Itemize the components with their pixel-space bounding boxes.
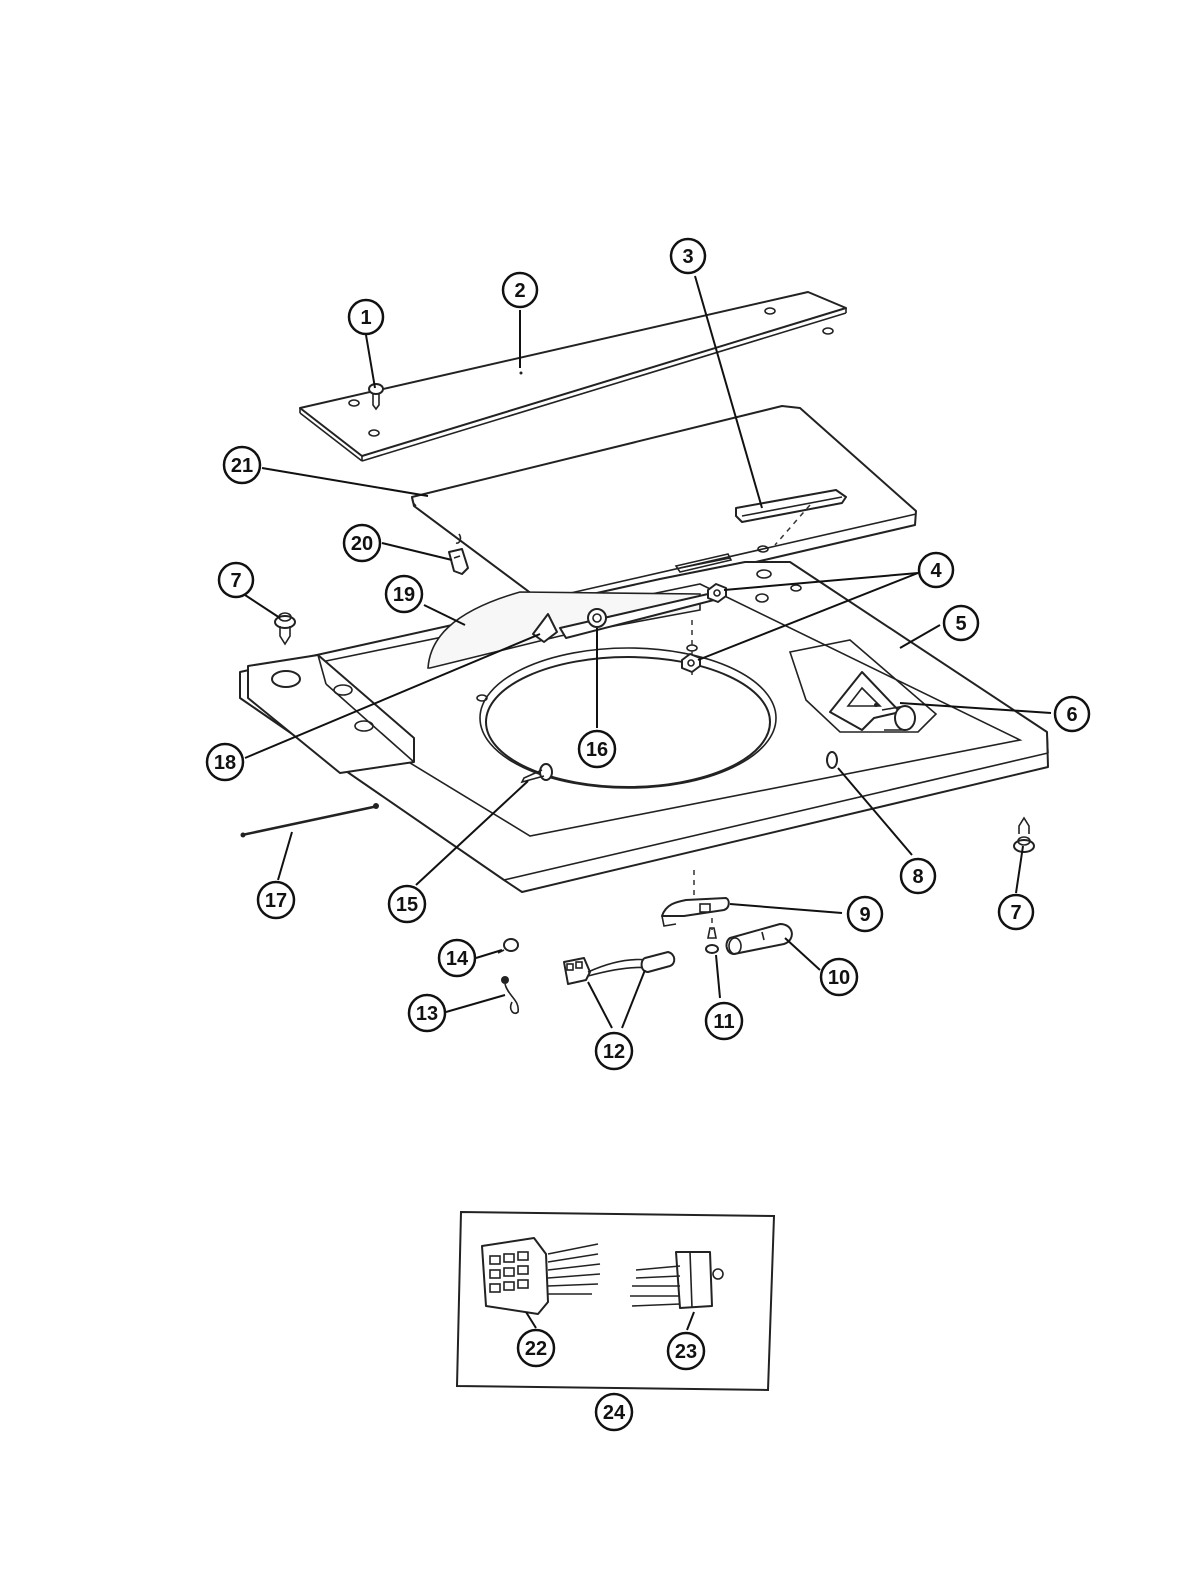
callout-8-label: 8 (912, 866, 923, 888)
leader-11 (715, 954, 721, 999)
part-16-button (587, 608, 607, 628)
callout-12-label: 12 (603, 1041, 625, 1063)
leader-7b (1015, 845, 1024, 894)
callout-7-left: 7 (217, 561, 255, 599)
part-1-screw (368, 383, 384, 411)
part-10-actuator (725, 923, 793, 955)
leader-9 (729, 903, 843, 914)
callout-2: 2 (501, 271, 539, 309)
callout-16-label: 16 (586, 739, 608, 761)
callout-15-label: 15 (396, 894, 418, 916)
leader-21 (261, 467, 429, 497)
leader-6 (899, 702, 1052, 714)
callout-24-label: 24 (603, 1402, 626, 1424)
part-7-screw-right (1013, 816, 1035, 853)
callout-22: 22 (516, 1328, 556, 1368)
leader-5 (899, 624, 941, 649)
leader-1 (365, 334, 376, 389)
part-11-screw (705, 918, 719, 954)
callout-18-label: 18 (214, 752, 236, 774)
part-9-switch-bracket (661, 870, 730, 927)
callout-6-label: 6 (1066, 704, 1077, 726)
callout-19: 19 (384, 574, 424, 614)
leader-19 (423, 604, 466, 626)
leader-3 (694, 275, 763, 509)
callout-19-label: 19 (393, 584, 415, 606)
callout-21-label: 21 (231, 455, 253, 477)
callout-3: 3 (669, 237, 707, 275)
callout-6: 6 (1053, 695, 1091, 733)
callout-22-label: 22 (525, 1338, 547, 1360)
leader-23 (686, 1311, 695, 1331)
callout-14-label: 14 (446, 948, 469, 970)
callout-5-label: 5 (955, 613, 966, 635)
callout-2-label: 2 (514, 280, 525, 302)
part-22-connector (481, 1237, 601, 1315)
callout-12: 12 (594, 1031, 634, 1071)
connector-inset (455, 1210, 776, 1392)
part-4-nuts (681, 583, 727, 673)
callout-7-left-label: 7 (230, 570, 241, 592)
leader-13 (445, 994, 506, 1013)
callout-17: 17 (256, 880, 296, 920)
callout-15: 15 (387, 884, 427, 924)
part-14-plug (497, 938, 519, 954)
callout-4-label: 4 (930, 560, 942, 582)
callout-23: 23 (666, 1331, 706, 1371)
part-21-lid (411, 405, 917, 608)
part-23-connector (630, 1251, 724, 1309)
callout-5: 5 (942, 604, 980, 642)
callout-21: 21 (222, 445, 262, 485)
callout-18: 18 (205, 742, 245, 782)
callout-20-label: 20 (351, 533, 373, 555)
callout-17-label: 17 (265, 890, 287, 912)
callout-1: 1 (347, 298, 385, 336)
callout-1-label: 1 (360, 307, 371, 329)
part-8-grommet (826, 751, 838, 769)
leader-12a (587, 981, 613, 1029)
part-6-dispenser (829, 671, 916, 731)
leader-8 (837, 767, 913, 856)
callout-13: 13 (407, 993, 447, 1033)
leader-7a (244, 594, 281, 619)
leader-17 (277, 831, 293, 881)
leader-14 (475, 949, 503, 959)
part-13-wire-tie (501, 976, 519, 1015)
leader-4a (723, 572, 919, 591)
callout-24: 24 (594, 1392, 634, 1432)
leader-15 (415, 780, 529, 886)
callout-16: 16 (577, 729, 617, 769)
leader-18 (244, 633, 541, 759)
callout-13-label: 13 (416, 1003, 438, 1025)
callout-9: 9 (846, 895, 884, 933)
callout-20: 20 (342, 523, 382, 563)
callout-4: 4 (917, 551, 955, 589)
callout-3-label: 3 (682, 246, 693, 268)
leader-10 (784, 937, 821, 971)
part-3-handle (735, 489, 847, 546)
callout-10-label: 10 (828, 967, 850, 989)
leader-22 (525, 1311, 537, 1329)
callout-10: 10 (819, 957, 859, 997)
leader-20 (381, 542, 453, 561)
callout-7-right-label: 7 (1010, 902, 1021, 924)
leader-4b (697, 572, 919, 661)
part-15-screw (520, 763, 553, 784)
callout-11-label: 11 (713, 1011, 734, 1033)
callout-23-label: 23 (675, 1341, 697, 1363)
callout-7-right: 7 (997, 893, 1035, 931)
callout-14: 14 (437, 938, 477, 978)
leader-12b (621, 969, 646, 1029)
part-7-screw-left (274, 612, 296, 646)
callout-8: 8 (899, 857, 937, 895)
leader-lines (244, 275, 1052, 1331)
callout-11: 11 (704, 1001, 744, 1041)
part-2-top-rail (299, 291, 847, 462)
part-12-lid-switch (563, 951, 676, 985)
callout-9-label: 9 (859, 904, 870, 926)
part-17-rod (240, 803, 379, 838)
part-20-clip (448, 548, 469, 575)
